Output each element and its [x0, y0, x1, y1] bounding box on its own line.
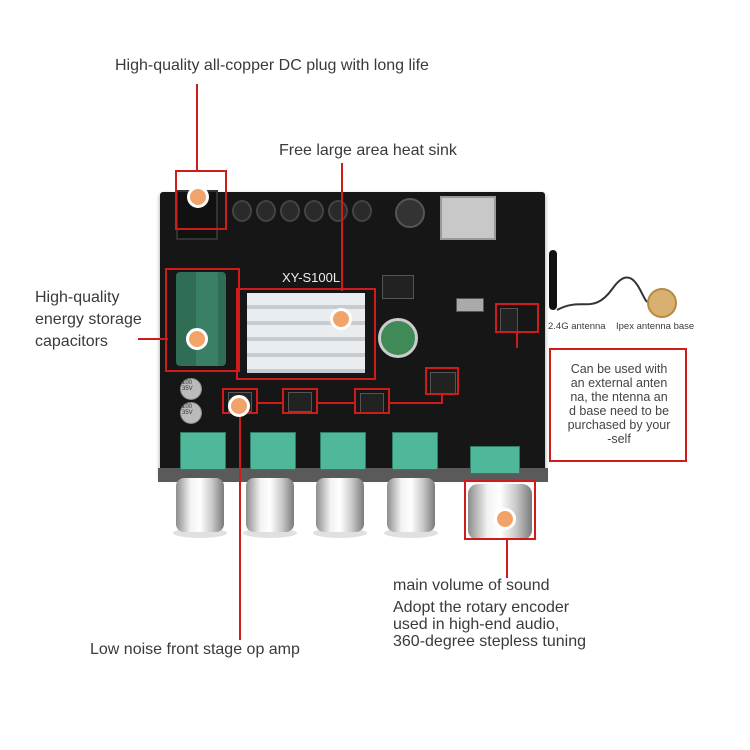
- small-capacitor: [180, 402, 202, 424]
- antenna-cable-icon: [556, 276, 648, 311]
- ipex-base-label: Ipex antenna base: [616, 321, 695, 332]
- op-amp-chip: [288, 392, 312, 412]
- callout-line: [341, 163, 343, 291]
- capacitor-highlight: [165, 268, 240, 372]
- note-line: -self: [607, 432, 631, 446]
- screw-terminal: [352, 200, 372, 222]
- dc-plug-label: High-quality all-copper DC plug with lon…: [115, 57, 429, 74]
- cap-marking: 100 35V: [182, 404, 193, 416]
- potentiometer: [250, 432, 296, 470]
- marker-dot: [228, 395, 250, 417]
- usb-port: [440, 196, 496, 240]
- volume-desc-2: used in high-end audio,: [393, 616, 560, 633]
- knob: [387, 478, 435, 532]
- callout-line: [390, 402, 442, 404]
- knob-shadow: [173, 528, 227, 538]
- capacitors-label-3: capacitors: [35, 333, 108, 350]
- callout-line: [506, 540, 508, 578]
- rotary-encoder-base: [470, 446, 520, 474]
- callout-line: [258, 402, 282, 404]
- audio-jack: [395, 198, 425, 228]
- capacitors-label-1: High-quality: [35, 289, 120, 306]
- knob-shadow: [384, 528, 438, 538]
- potentiometer: [392, 432, 438, 470]
- op-amp-label: Low noise front stage op amp: [90, 641, 300, 658]
- cap-marking: 100 35V: [182, 380, 193, 392]
- knob: [316, 478, 364, 532]
- marker-dot: [187, 186, 209, 208]
- note-line: d base need to be: [568, 404, 670, 418]
- board-model-label: XY-S100L: [282, 270, 341, 285]
- heat-sink-highlight: [236, 288, 376, 380]
- op-amp-highlight: [425, 367, 459, 395]
- note-line: Can be used with: [570, 362, 668, 376]
- chip: [382, 275, 414, 299]
- antenna-base-highlight: [495, 303, 539, 333]
- potentiometer: [180, 432, 226, 470]
- knob-shadow: [243, 528, 297, 538]
- note-line: na, the ntenna an: [570, 390, 668, 404]
- marker-dot: [494, 508, 516, 530]
- callout-line: [318, 402, 354, 404]
- callout-line: [196, 84, 198, 172]
- potentiometer: [320, 432, 366, 470]
- callout-line: [239, 412, 241, 640]
- note-line: an external anten: [570, 376, 668, 390]
- op-amp-highlight: [354, 388, 390, 414]
- heat-sink: [247, 293, 365, 373]
- screw-terminal: [304, 200, 324, 222]
- small-capacitor: [180, 378, 202, 400]
- antenna-note-text: Can be used with an external anten na, t…: [553, 362, 685, 446]
- antenna-note-box: [549, 348, 687, 462]
- screw-terminal: [280, 200, 300, 222]
- note-line: purchased by your: [567, 418, 671, 432]
- volume-desc-3: 360-degree stepless tuning: [393, 633, 587, 650]
- capacitors-label-2: energy storage: [35, 311, 142, 328]
- marker-dot: [330, 308, 352, 330]
- dc-plug-highlight: [175, 170, 227, 230]
- screw-terminal: [232, 200, 252, 222]
- antenna-icon: [549, 250, 557, 310]
- callout-line: [138, 338, 168, 340]
- knob: [246, 478, 294, 532]
- marker-dot: [186, 328, 208, 350]
- heat-sink-label: Free large area heat sink: [279, 142, 457, 159]
- antenna-label: 2.4G antenna: [548, 321, 606, 332]
- screw-terminal: [256, 200, 276, 222]
- callout-line: [441, 394, 443, 404]
- knob-shadow: [313, 528, 367, 538]
- knob: [176, 478, 224, 532]
- screw-terminal: [328, 200, 348, 222]
- op-amp-highlight: [282, 388, 318, 414]
- ipex-connector-icon: [647, 288, 677, 318]
- volume-knob-highlight: [464, 480, 536, 540]
- volume-title: main volume of sound: [393, 577, 550, 594]
- crystal: [456, 298, 484, 312]
- volume-desc-1: Adopt the rotary encoder: [393, 599, 570, 616]
- inductor: [378, 318, 418, 358]
- callout-line: [516, 333, 518, 348]
